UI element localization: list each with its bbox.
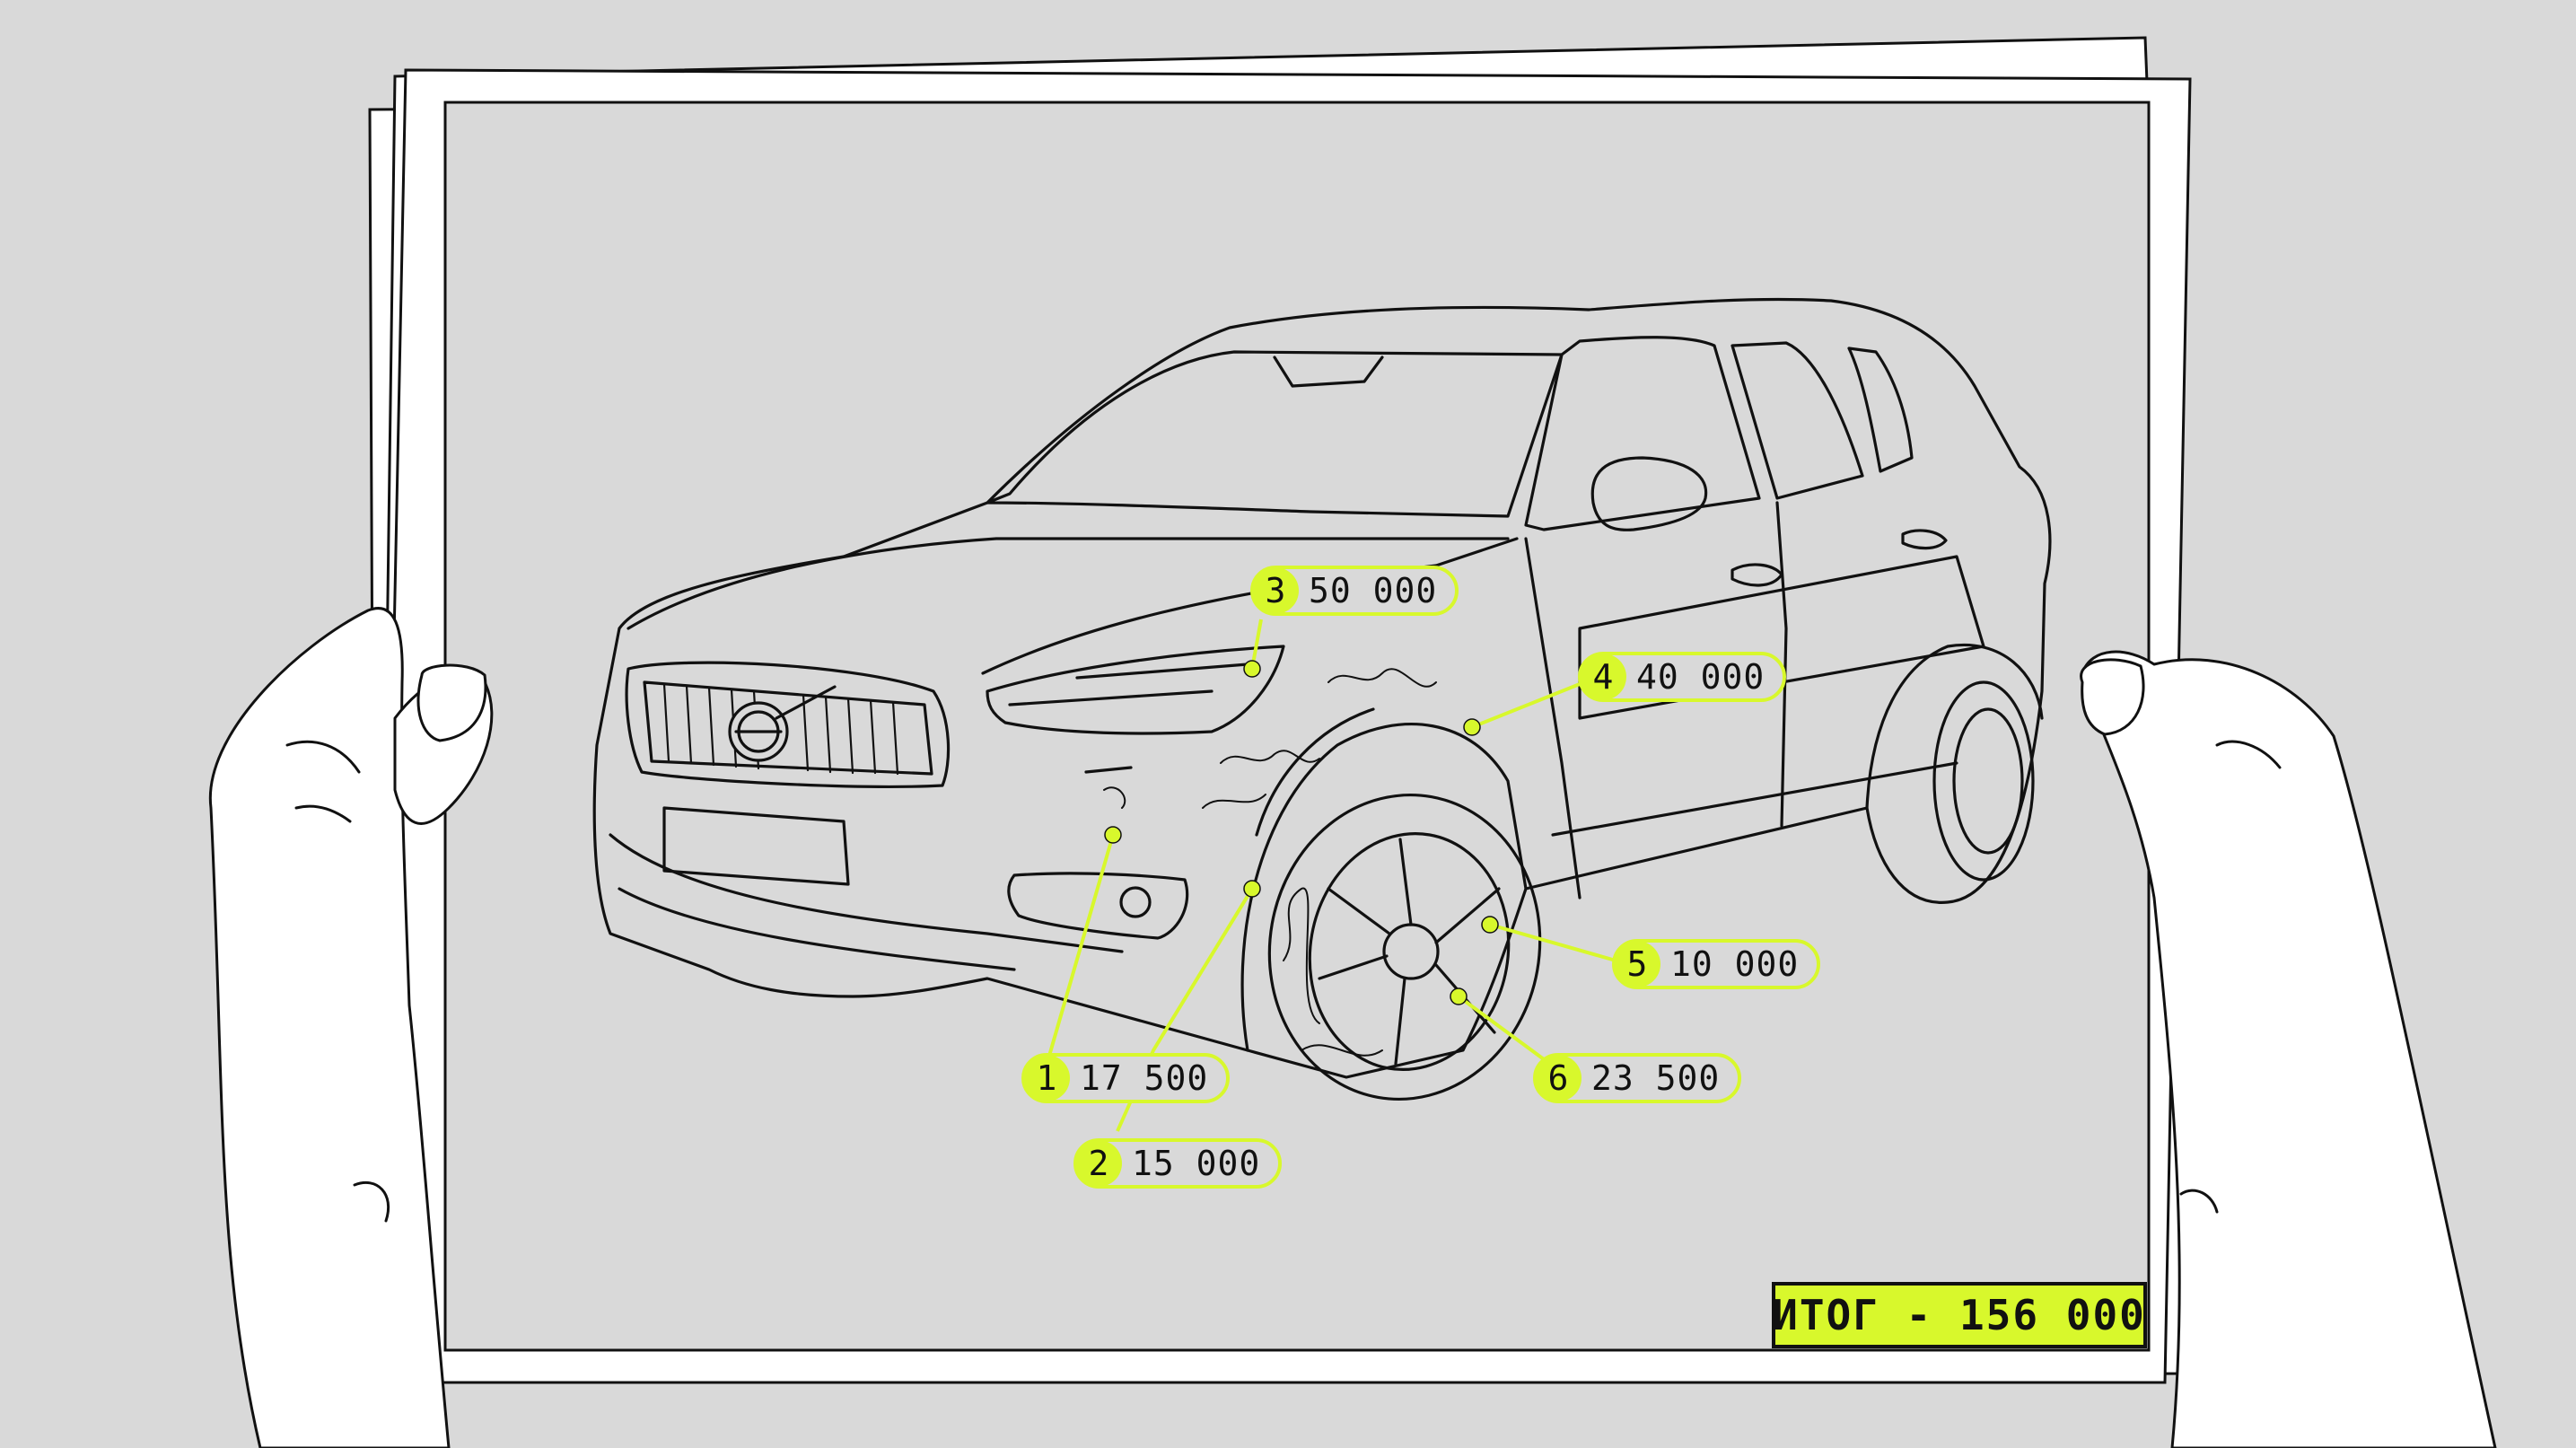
callout-2-value: 15 000: [1132, 1144, 1260, 1183]
callout-3-number: 3: [1266, 571, 1286, 610]
callout-1-value: 17 500: [1080, 1058, 1208, 1098]
callout-4-number: 4: [1593, 657, 1614, 697]
right-hand: [2080, 650, 2497, 1448]
paper-sheet: [377, 68, 2192, 1384]
total-label: ИТОГ - 156 000: [1773, 1291, 2146, 1339]
total-box: ИТОГ - 156 000: [1772, 1282, 2147, 1348]
callout-5: 5 10 000: [1612, 939, 1820, 989]
callout-4: 4 40 000: [1578, 652, 1786, 702]
callout-1: 1 17 500: [1021, 1053, 1230, 1103]
callout-2-number: 2: [1089, 1144, 1109, 1183]
callout-4-value: 40 000: [1636, 657, 1765, 697]
callout-5-number: 5: [1627, 944, 1648, 984]
callout-6-number: 6: [1548, 1058, 1569, 1098]
leader-dots: [1104, 660, 1499, 1005]
callout-1-number: 1: [1037, 1058, 1057, 1098]
callout-3: 3 50 000: [1250, 566, 1459, 616]
callout-5-value: 10 000: [1670, 944, 1799, 984]
leader-lines: [1044, 619, 1617, 1132]
car-sketch-icon: [592, 297, 2052, 1101]
callout-6: 6 23 500: [1533, 1053, 1741, 1103]
callout-6-value: 23 500: [1591, 1058, 1720, 1098]
left-hand: [208, 607, 494, 1448]
callout-3-value: 50 000: [1309, 571, 1437, 610]
callout-2: 2 15 000: [1073, 1138, 1282, 1189]
